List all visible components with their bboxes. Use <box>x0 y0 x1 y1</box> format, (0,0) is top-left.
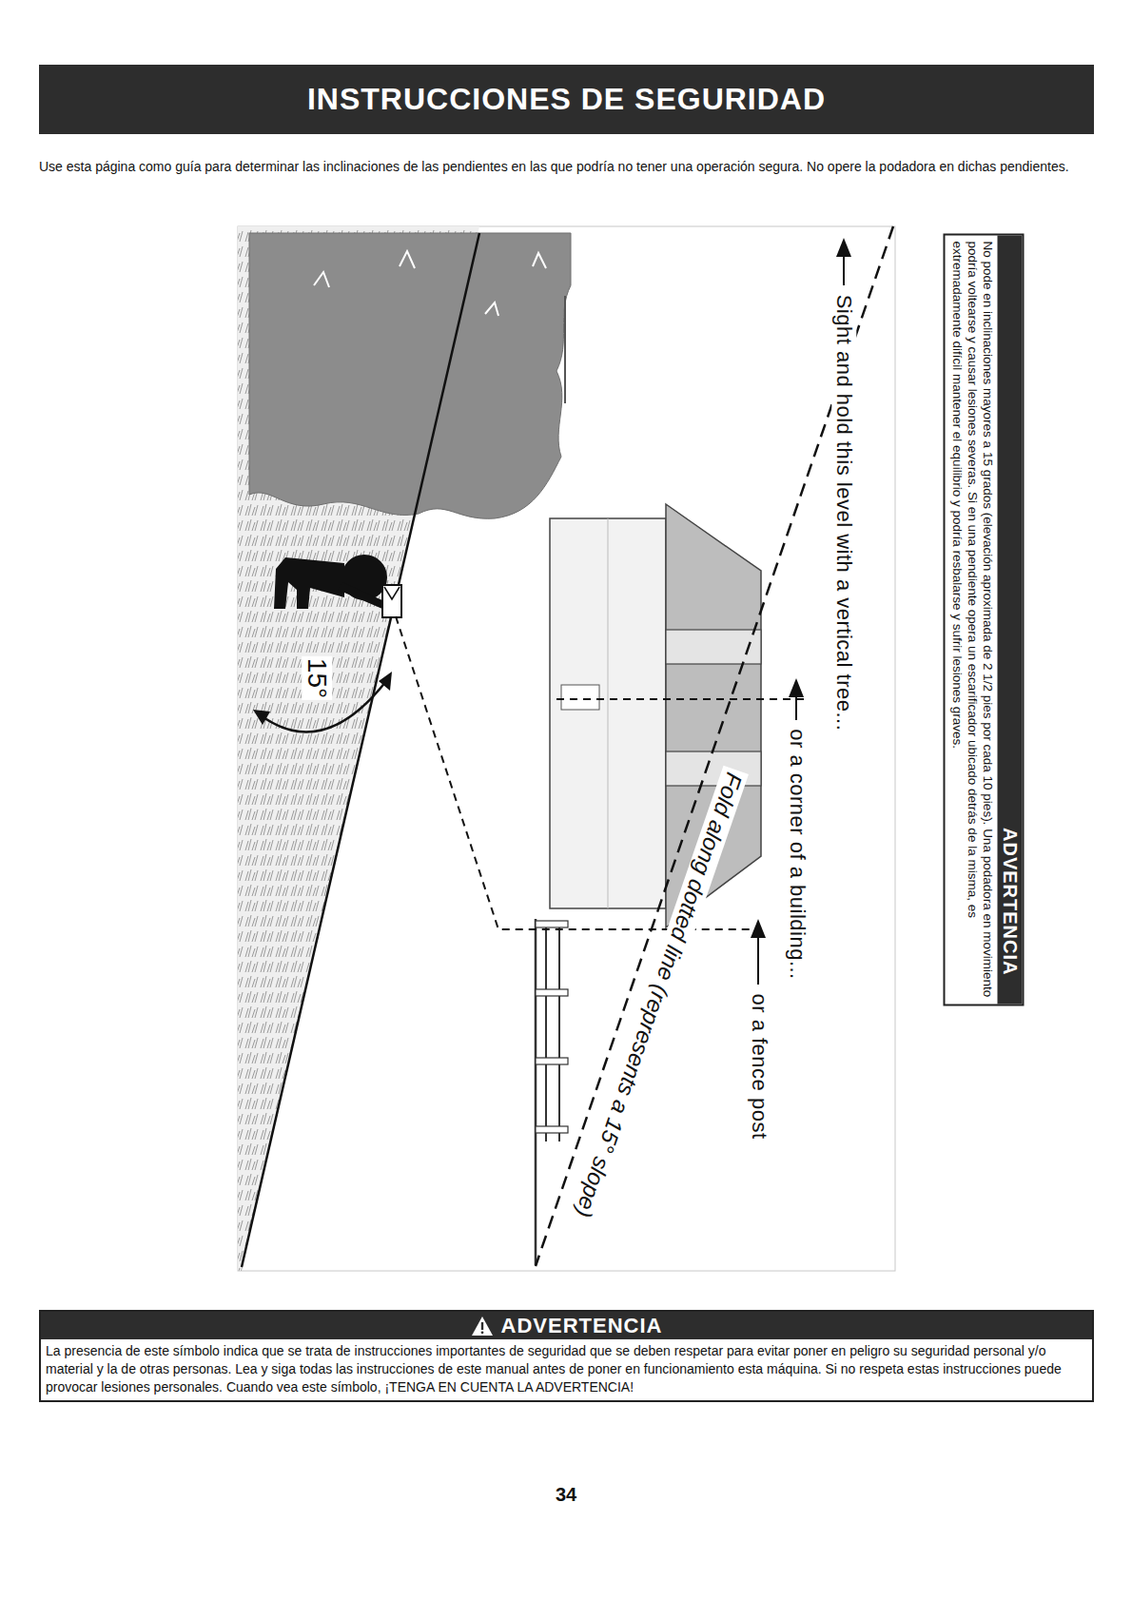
page-title: INSTRUCCIONES DE SEGURIDAD <box>307 81 826 118</box>
level-tool <box>382 585 402 618</box>
warning-body: No pode en inclinaciones mayores a 15 gr… <box>945 234 998 1004</box>
tree-trunk <box>564 295 566 404</box>
warning-header: ADVERTENCIA <box>40 1311 1093 1340</box>
warning-heading: ADVERTENCIA <box>998 827 1021 976</box>
warning-header: ADVERTENCIA <box>997 234 1023 1004</box>
angle-label: 15° <box>301 656 332 701</box>
fence <box>535 918 568 1266</box>
instruction-text: Sight and hold this level with a vertica… <box>831 290 857 735</box>
page-number: 34 <box>555 1483 577 1506</box>
fold-line <box>535 226 894 1267</box>
tree-detail <box>313 251 547 316</box>
warning-heading: ADVERTENCIA <box>501 1313 664 1339</box>
warning-body: La presencia de este símbolo indica que … <box>40 1339 1093 1401</box>
illustration-frame <box>237 226 896 1271</box>
ground-line <box>241 233 480 1268</box>
instruction-text: or a fence post <box>745 989 771 1143</box>
tree-canopy <box>249 233 571 519</box>
person-silhouette <box>273 554 388 609</box>
warning-triangle <box>470 1315 494 1337</box>
sight-line <box>556 698 807 701</box>
intro-text: Use esta página como guía para determina… <box>39 156 1094 177</box>
warning-box: ADVERTENCIALa presencia de este símbolo … <box>39 1309 1094 1403</box>
house <box>549 504 762 928</box>
title-band: INSTRUCCIONES DE SEGURIDAD <box>39 64 1094 135</box>
warning-box: ADVERTENCIANo pode en inclinaciones mayo… <box>943 233 1025 1006</box>
instruction-text: or a corner of a building... <box>783 724 809 983</box>
